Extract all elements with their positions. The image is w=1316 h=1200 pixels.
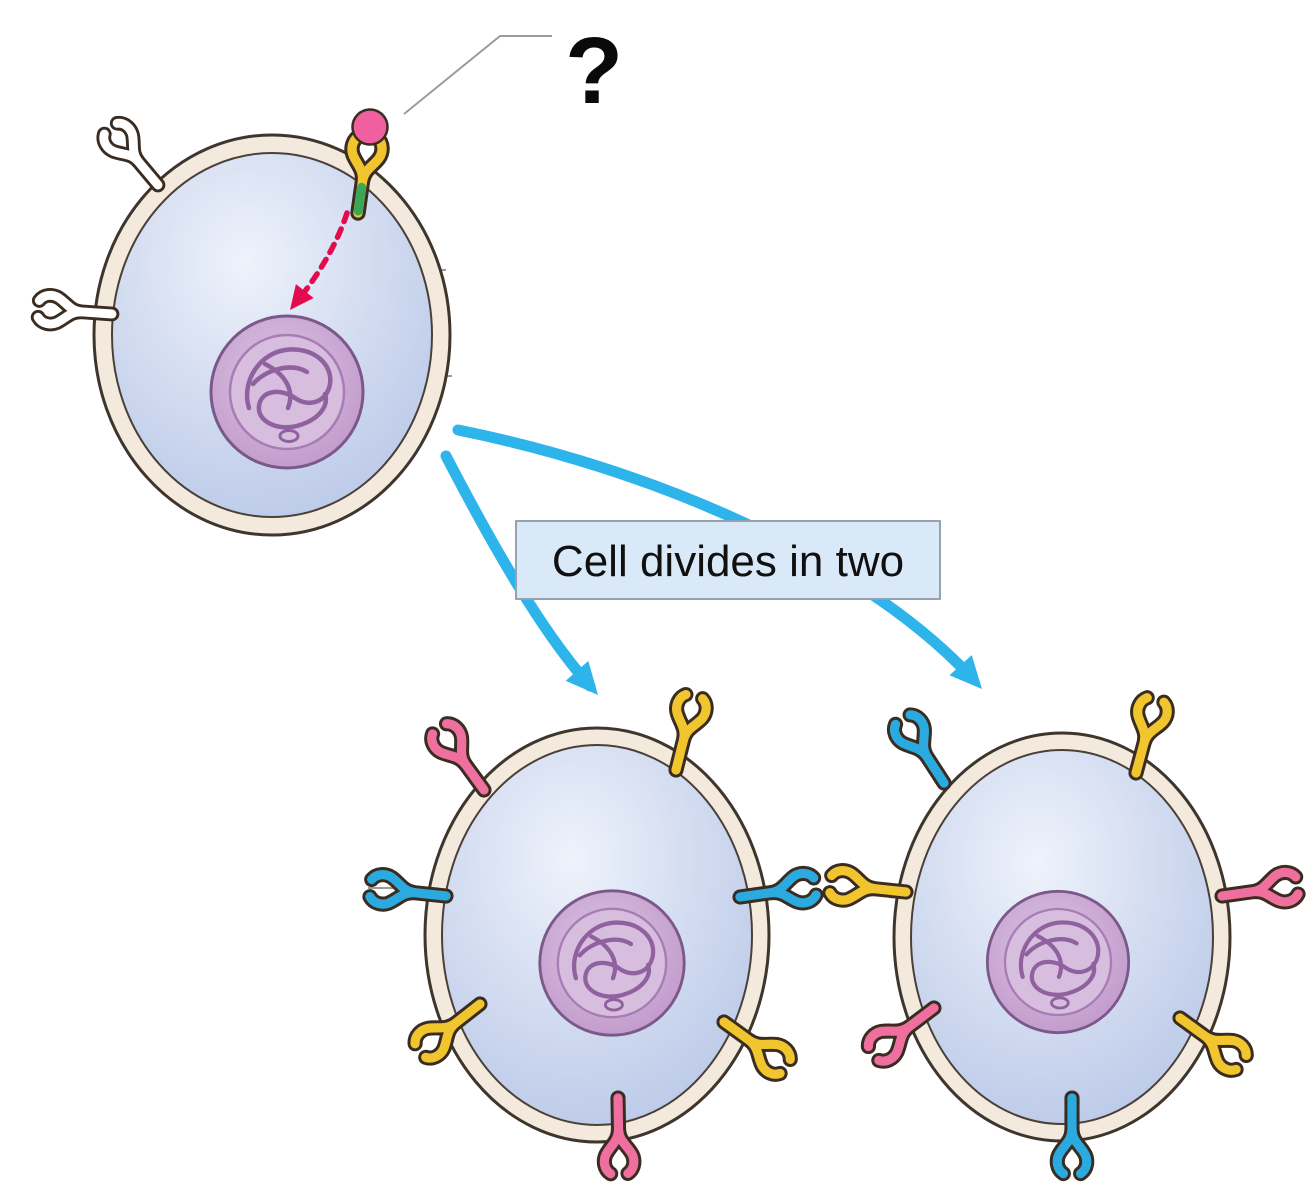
daughter-cell-right — [829, 696, 1299, 1173]
white-receptor — [100, 119, 169, 194]
parent-cell — [38, 108, 452, 537]
pink-receptor — [1220, 871, 1299, 911]
nucleus — [987, 891, 1128, 1032]
caption: Cell divides in two — [515, 520, 941, 600]
nucleus — [540, 891, 684, 1035]
nucleus — [211, 316, 363, 468]
receptor-green-segment — [353, 182, 367, 216]
daughter-cell-left — [369, 693, 817, 1174]
caption-text: Cell divides in two — [552, 537, 904, 586]
question-mark-label: ? — [565, 18, 623, 124]
question-leader-line — [403, 35, 552, 115]
blue-receptor — [890, 712, 956, 791]
ligand-ball — [351, 108, 389, 146]
pink-receptor — [428, 720, 496, 798]
caption-box — [515, 520, 941, 600]
